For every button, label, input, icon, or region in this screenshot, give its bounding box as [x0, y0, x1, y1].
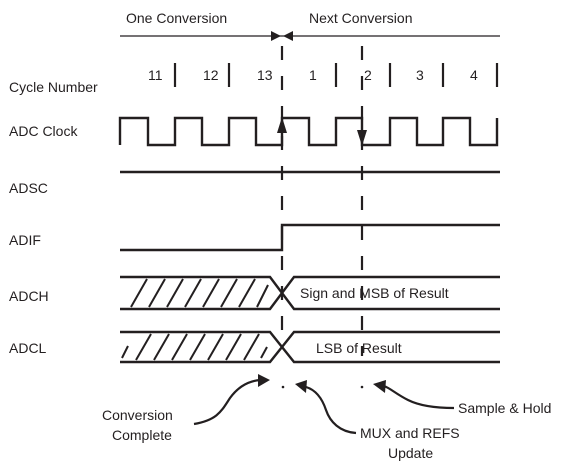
- adsc-label: ADSC: [9, 180, 48, 196]
- next-conversion-arrowhead: [283, 31, 293, 41]
- cycle-number-13: 13: [257, 67, 273, 83]
- cycle-number-1: 1: [309, 67, 317, 83]
- conversion-complete-arrowhead: [258, 374, 270, 387]
- adcl-label: ADCL: [9, 340, 47, 356]
- sample-hold-arrowhead: [373, 380, 386, 393]
- clock-rising-edge-arrow: [277, 117, 287, 133]
- mux-refs-arrowhead: [295, 380, 307, 393]
- adc-clock-label: ADC Clock: [9, 123, 78, 139]
- adif-label: ADIF: [9, 232, 41, 248]
- adch-bus: Sign and MSB of Result: [120, 275, 500, 311]
- mux-refs-line2: Update: [388, 445, 433, 461]
- cycle-number-4: 4: [470, 67, 478, 83]
- conversion-complete-line2: Complete: [112, 427, 172, 443]
- mux-refs-point: [281, 385, 285, 389]
- sample-hold-annotation: Sample & Hold: [373, 380, 551, 416]
- mux-refs-line1: MUX and REFS: [360, 425, 460, 441]
- conversion-complete-annotation: Conversion Complete: [102, 374, 270, 443]
- cycle-numbers: 11 12 13 1 2 3 4: [148, 67, 478, 83]
- clock-falling-edge-arrow: [357, 130, 367, 146]
- adcl-value: LSB of Result: [316, 340, 402, 356]
- one-conversion-arrowhead: [271, 31, 281, 41]
- adch-label: ADCH: [9, 288, 49, 304]
- adif-waveform: [120, 223, 500, 252]
- cycle-number-2: 2: [364, 67, 372, 83]
- conversion-complete-line1: Conversion: [102, 407, 173, 423]
- conversion-span-arrows: [120, 31, 500, 41]
- sample-hold-point: [360, 385, 364, 389]
- cycle-number-label: Cycle Number: [9, 79, 98, 95]
- mux-refs-annotation: MUX and REFS Update: [295, 380, 460, 461]
- adcl-bus: LSB of Result: [120, 330, 500, 364]
- cycle-number-3: 3: [416, 67, 424, 83]
- cycle-number-11: 11: [148, 67, 163, 83]
- cycle-dividers: [173, 63, 499, 87]
- adch-value: Sign and MSB of Result: [300, 285, 449, 301]
- cycle-number-12: 12: [203, 67, 219, 83]
- adc-clock-waveform: [118, 116, 499, 147]
- one-conversion-label: One Conversion: [126, 10, 227, 26]
- adch-hatching: [130, 278, 269, 308]
- adcl-hatching: [121, 333, 268, 361]
- sample-hold-label: Sample & Hold: [458, 400, 551, 416]
- next-conversion-label: Next Conversion: [309, 10, 413, 26]
